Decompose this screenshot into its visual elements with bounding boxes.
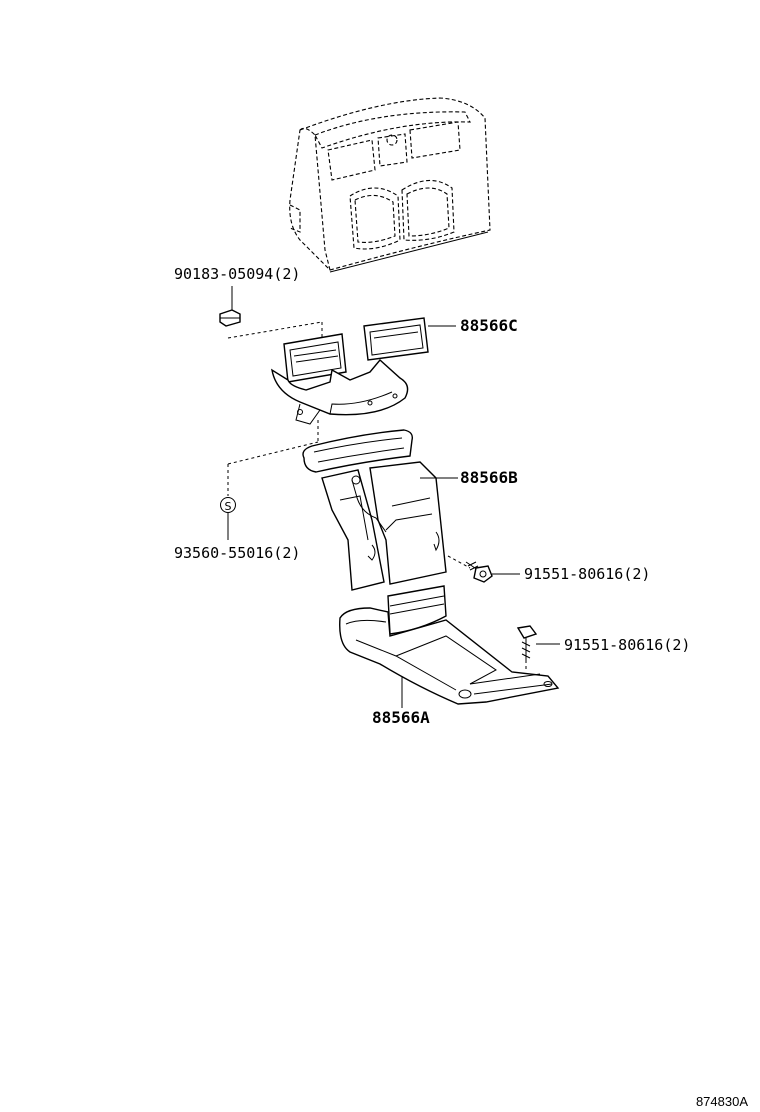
part-number: 91551-80616	[524, 565, 623, 583]
svg-text:88566C: 88566C	[460, 316, 518, 335]
clip-90183-05094	[219, 286, 241, 327]
part-qty: (2)	[273, 265, 300, 283]
label-88566A: 88566A	[372, 708, 430, 727]
svg-text:91551-80616(2): 91551-80616(2)	[524, 565, 650, 583]
duct-88566C	[271, 317, 429, 425]
duct-88566A	[339, 585, 560, 705]
duct-88566B	[302, 429, 447, 591]
console-panel-phantom	[289, 97, 491, 271]
svg-text:90183-05094(2): 90183-05094(2)	[174, 265, 300, 283]
part-number: 90183-05094	[174, 265, 273, 283]
label-93560-55016: 93560-55016(2)	[174, 544, 300, 562]
svg-text:91551-80616(2): 91551-80616(2)	[564, 636, 690, 654]
svg-text:88566B: 88566B	[460, 468, 518, 487]
svg-text:88566A: 88566A	[372, 708, 430, 727]
label-88566C: 88566C	[460, 316, 518, 335]
figure-id: 874830A	[696, 1094, 748, 1109]
part-number: 91551-80616	[564, 636, 663, 654]
label-88566B: 88566B	[460, 468, 518, 487]
label-91551-80616-upper: 91551-80616(2)	[524, 565, 650, 583]
label-91551-80616-lower: 91551-80616(2)	[564, 636, 690, 654]
part-qty: (2)	[273, 544, 300, 562]
assembly-line-clip	[227, 321, 323, 339]
bolt-91551-80616-upper	[447, 555, 520, 583]
svg-text:93560-55016(2): 93560-55016(2)	[174, 544, 300, 562]
part-qty: (2)	[623, 565, 650, 583]
clip-93560-55016: S	[220, 441, 319, 540]
part-qty: (2)	[663, 636, 690, 654]
label-90183-05094: 90183-05094(2)	[174, 265, 300, 283]
clip-marker-s: S	[225, 500, 232, 513]
leader-90183	[329, 231, 489, 273]
bolt-91551-80616-lower	[516, 625, 560, 672]
part-number: 93560-55016	[174, 544, 273, 562]
